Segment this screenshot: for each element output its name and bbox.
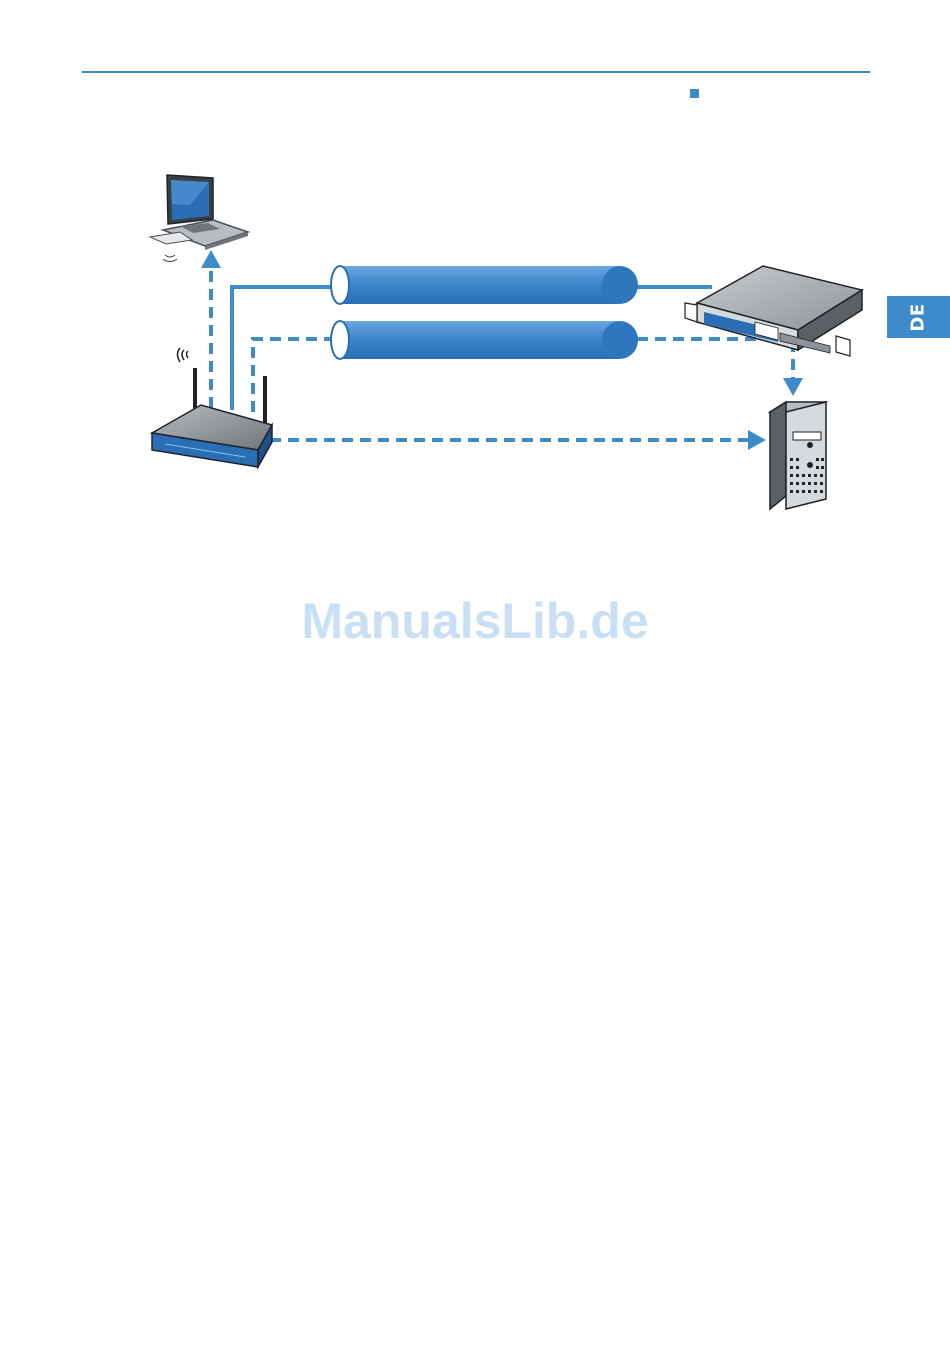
tower-server-icon [770,402,826,509]
watermark: ManualsLib.de [0,592,950,650]
vpn-tunnel-2 [331,321,638,359]
arrowhead-up [201,250,221,268]
vpn-tunnel-1 [331,266,638,304]
rack-gateway-icon [685,266,862,356]
laptop-icon [150,175,248,262]
solid-connection-line [232,287,335,410]
arrowhead-right [748,430,766,450]
arrowhead-down [783,378,803,396]
